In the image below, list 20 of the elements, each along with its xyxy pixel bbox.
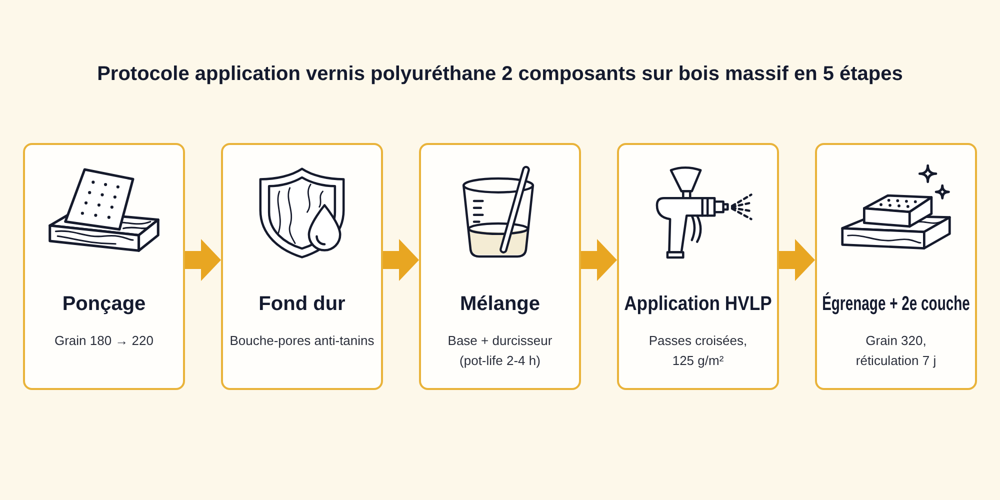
step-title: Mélange — [460, 292, 540, 317]
step-description: Base + durcisseur (pot-life 2-4 h) — [446, 332, 554, 370]
step-description: Bouche-pores anti-tanins — [228, 332, 376, 350]
step-card — [23, 143, 185, 390]
step-description: Grain 320, réticulation 7 j — [854, 332, 938, 370]
arrow — [185, 239, 221, 281]
step-description: Passes croisées, 125 g/m² — [648, 332, 748, 370]
step-card — [815, 143, 977, 390]
step-title: Ponçage — [62, 292, 146, 317]
step-title: Fond dur — [258, 292, 346, 317]
step-description: Grain 180 → 220 — [53, 332, 154, 350]
title: Protocole application vernis polyuréthane 2 composants sur bois massif en 5 étapes — [97, 62, 903, 87]
step-card — [221, 143, 383, 390]
arrow — [779, 239, 815, 281]
arrow — [581, 239, 617, 281]
step-title: Application HVLP — [624, 292, 772, 317]
step-card — [617, 143, 779, 390]
step-title: Égrenage + 2e couche — [822, 291, 970, 317]
step-card — [419, 143, 581, 390]
arrow — [383, 239, 419, 281]
